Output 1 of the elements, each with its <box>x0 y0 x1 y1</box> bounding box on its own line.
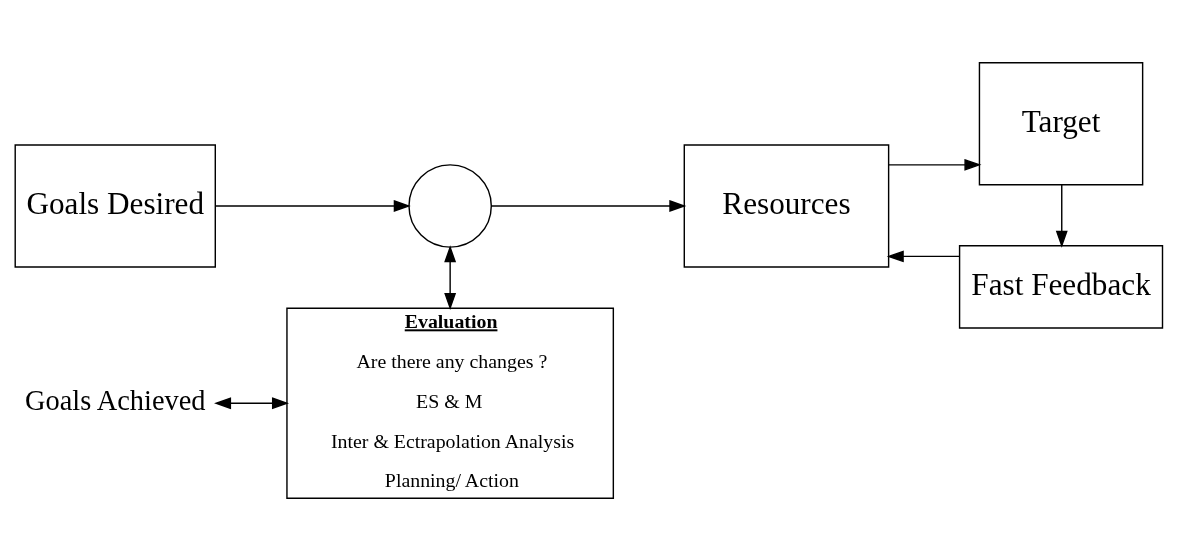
node-text: Goals Achieved <box>25 384 206 416</box>
